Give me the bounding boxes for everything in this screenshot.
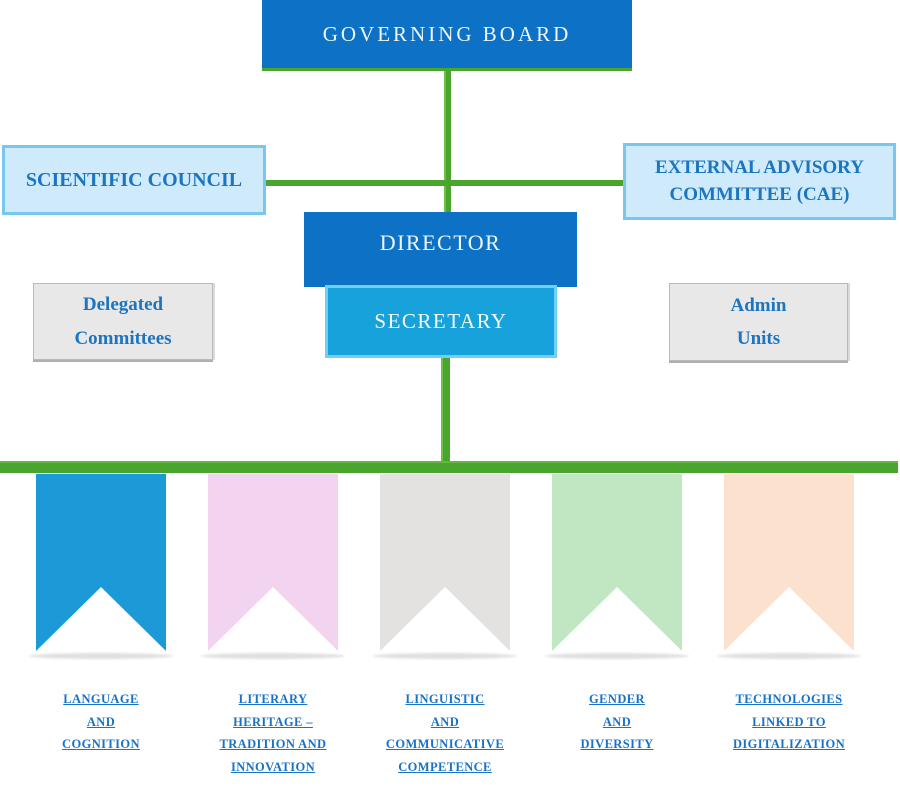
banner-linguistic-competence bbox=[380, 474, 510, 651]
banner-gender-diversity bbox=[552, 474, 682, 651]
connector-secretary-bar bbox=[441, 356, 450, 464]
banner-shadow bbox=[717, 653, 861, 659]
banner-shadow bbox=[201, 653, 345, 659]
governing-board-box: GOVERNING BOARD bbox=[262, 0, 632, 71]
banner-technologies-digitalization bbox=[724, 474, 854, 651]
scientific-council-box: SCIENTIFIC COUNCIL bbox=[2, 145, 266, 215]
governing-board-label: GOVERNING BOARD bbox=[322, 21, 572, 46]
banner-notch bbox=[380, 587, 510, 651]
banner-shadow bbox=[29, 653, 173, 659]
connector-research-bar bbox=[0, 461, 898, 473]
director-label: DIRECTOR bbox=[379, 229, 502, 255]
secretary-box: SECRETARY bbox=[325, 285, 557, 358]
banner-shadow bbox=[545, 653, 689, 659]
scientific-council-label: SCIENTIFIC COUNCIL bbox=[25, 169, 243, 191]
banner-notch bbox=[552, 587, 682, 651]
banner-notch bbox=[724, 587, 854, 651]
director-box: DIRECTOR bbox=[304, 212, 577, 287]
secretary-label: SECRETARY bbox=[374, 309, 508, 333]
banner-literary-heritage bbox=[208, 474, 338, 651]
connector-council-advisory bbox=[264, 180, 624, 186]
banner-notch bbox=[36, 587, 166, 651]
banner-shadow bbox=[373, 653, 517, 659]
connector-board-director bbox=[444, 71, 451, 212]
banner-language-and-cognition bbox=[36, 474, 166, 651]
banner-notch bbox=[208, 587, 338, 651]
